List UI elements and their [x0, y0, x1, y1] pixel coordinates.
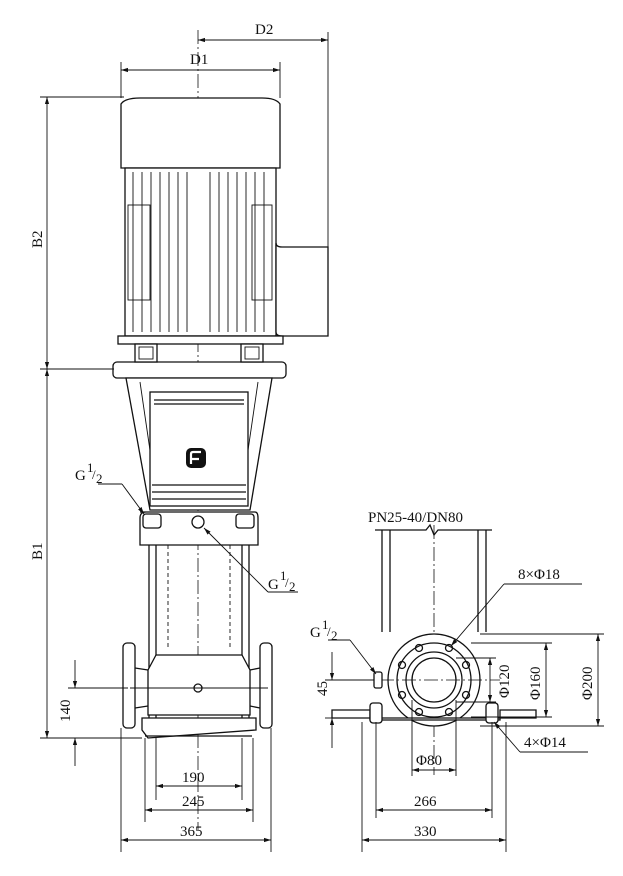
pump-head — [139, 511, 259, 546]
flange-spec-label: PN25-40/DN80 — [368, 510, 463, 526]
dim-365-label: 365 — [180, 824, 203, 840]
dim-D2: D2 — [198, 22, 329, 247]
dim-phi200-label: Φ200 — [580, 667, 596, 700]
dim-phi120: Φ120 — [456, 657, 513, 703]
dim-D2-label: D2 — [255, 22, 273, 38]
dim-190-label: 190 — [182, 770, 205, 786]
bolt-holes-label: 8×Φ18 — [518, 567, 560, 583]
dim-266: 266 — [375, 722, 493, 818]
terminal-box — [275, 242, 329, 337]
dim-B1: B1 — [30, 369, 142, 739]
port-side-g: G — [310, 625, 321, 641]
bolt-holes-leader: 8×Φ18 — [450, 567, 582, 647]
coupling-guard — [125, 377, 273, 511]
dim-140: 140 — [58, 660, 128, 766]
port-label-upper: G 1 / 2 — [75, 460, 145, 515]
side-view: PN25-40/DN80 — [310, 510, 604, 852]
dim-B2: B2 — [30, 96, 124, 370]
pump-brand-logo-icon — [186, 448, 206, 468]
front-view: D1 D2 B2 B1 140 — [30, 22, 329, 852]
dim-D1: D1 — [120, 52, 281, 98]
port-side-slash: / — [327, 624, 331, 639]
port-lower-g: G — [268, 577, 279, 593]
port-lower-sup: 1 — [280, 568, 287, 583]
port-upper-sub: 2 — [96, 471, 103, 486]
port-lower-slash: / — [285, 575, 289, 590]
dim-phi80: Φ80 — [411, 700, 457, 776]
port-side-sup: 1 — [322, 617, 329, 632]
port-side-sub: 2 — [331, 628, 338, 643]
dim-245-label: 245 — [182, 794, 205, 810]
dim-330: 330 — [361, 722, 507, 852]
motor-flange — [112, 335, 287, 379]
port-lower-sub: 2 — [289, 579, 296, 594]
dim-D1-label: D1 — [190, 52, 208, 68]
port-upper-sup: 1 — [87, 460, 94, 475]
dim-B2-label: B2 — [30, 230, 46, 248]
dim-330-label: 330 — [414, 824, 437, 840]
port-label-side: G 1 / 2 — [310, 617, 377, 675]
dim-365: 365 — [120, 728, 272, 852]
dim-phi80-label: Φ80 — [416, 753, 442, 769]
port-upper-slash: / — [92, 467, 96, 482]
dim-phi160: Φ160 — [471, 642, 552, 718]
port-label-lower: G 1 / 2 — [203, 527, 298, 594]
anchor-holes-leader: 4×Φ14 — [493, 721, 588, 753]
dim-phi160-label: Φ160 — [528, 667, 544, 700]
dim-266-label: 266 — [414, 794, 437, 810]
dim-245: 245 — [144, 738, 254, 822]
dim-B1-label: B1 — [30, 542, 46, 560]
flange-plan — [373, 633, 500, 727]
motor-body — [124, 167, 277, 337]
dim-140-label: 140 — [58, 700, 74, 723]
port-upper-g: G — [75, 468, 86, 484]
dim-45-label: 45 — [315, 681, 331, 696]
anchor-holes-label: 4×Φ14 — [524, 735, 566, 751]
dim-45: 45 — [315, 652, 374, 748]
pump-base — [122, 642, 273, 739]
bolt-holes — [397, 643, 471, 717]
dim-phi200: Φ200 — [480, 633, 604, 727]
dim-190: 190 — [155, 738, 243, 800]
motor-top-cover — [120, 97, 281, 169]
dim-phi120-label: Φ120 — [497, 665, 513, 698]
